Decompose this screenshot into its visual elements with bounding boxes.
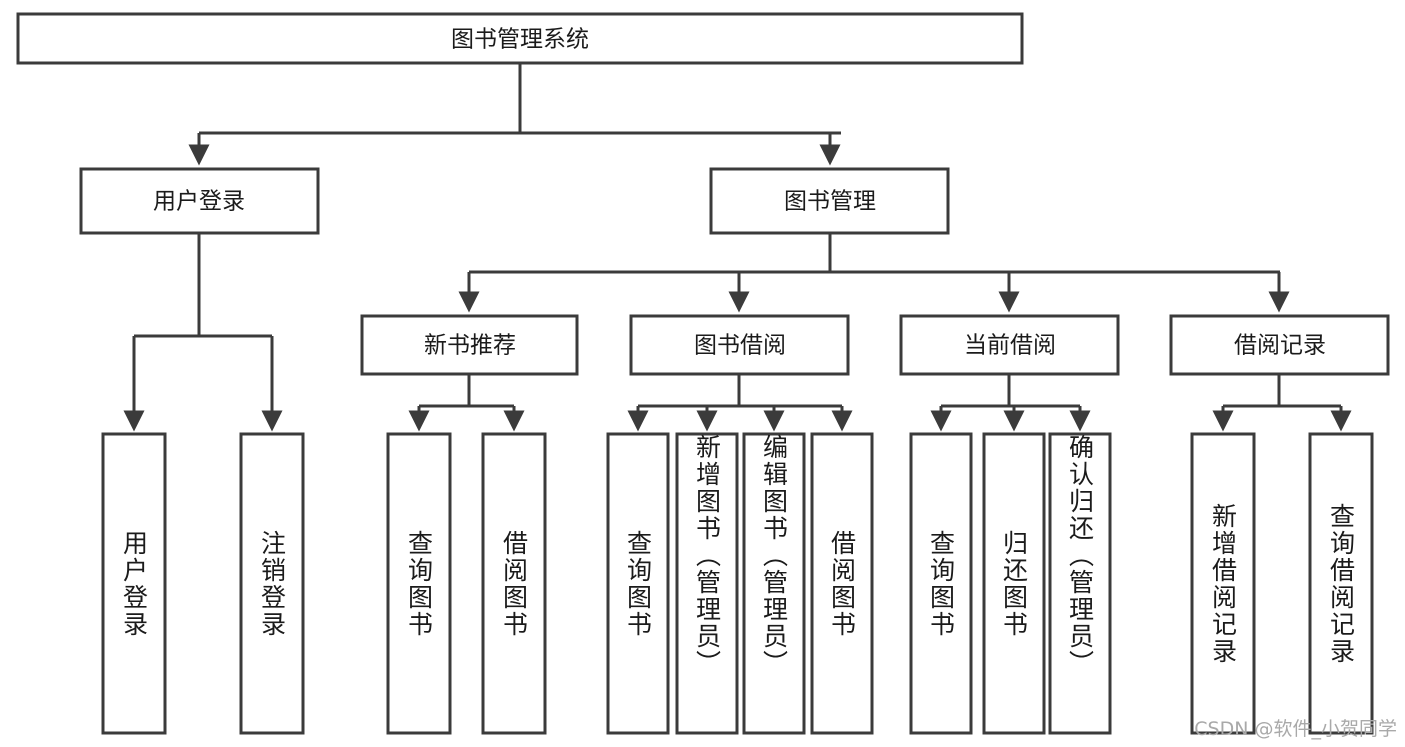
connector-root-to-level2 — [188, 63, 841, 166]
node-user-login-label: 用户登录 — [153, 189, 245, 215]
node-borrow-record[interactable]: 借阅记录 — [1169, 314, 1390, 376]
connector-borrowrecord-to-leaves — [1212, 374, 1352, 432]
leaf-box-query-book-1[interactable] — [386, 432, 452, 735]
leaf-box-query-book-2[interactable] — [606, 432, 670, 735]
leaf-box-add-borrow-record[interactable] — [1190, 432, 1256, 735]
connector-newbook-to-leaves — [408, 374, 525, 432]
leaf-box-return-book[interactable] — [982, 432, 1046, 735]
connector-bookmanage-to-level3 — [458, 233, 1290, 313]
node-book-manage[interactable]: 图书管理 — [709, 167, 950, 235]
node-user-login[interactable]: 用户登录 — [79, 167, 320, 235]
node-new-book-recommend[interactable]: 新书推荐 — [360, 314, 579, 376]
leaf-box-edit-book-admin[interactable] — [742, 432, 806, 735]
leaf-box-confirm-return-admin[interactable] — [1048, 432, 1112, 735]
leaf-box-query-book-3[interactable] — [909, 432, 973, 735]
node-root-label: 图书管理系统 — [451, 27, 589, 53]
connector-bookborrow-to-leaves — [627, 374, 853, 432]
node-book-manage-label: 图书管理 — [784, 189, 876, 215]
node-new-book-recommend-label: 新书推荐 — [424, 333, 516, 359]
leaf-box-query-borrow-record[interactable] — [1308, 432, 1374, 735]
node-borrow-record-label: 借阅记录 — [1234, 333, 1326, 359]
leaf-boxes — [101, 432, 1374, 735]
leaf-box-user-login[interactable] — [101, 432, 167, 735]
leaf-box-add-book-admin[interactable] — [675, 432, 739, 735]
node-root[interactable]: 图书管理系统 — [16, 12, 1024, 65]
connector-currentborrow-to-leaves — [930, 374, 1091, 432]
node-book-borrow-label: 图书借阅 — [694, 333, 786, 359]
node-book-borrow[interactable]: 图书借阅 — [629, 314, 850, 376]
leaf-box-borrow-book-1[interactable] — [481, 432, 547, 735]
node-current-borrow[interactable]: 当前借阅 — [899, 314, 1120, 376]
csdn-watermark: CSDN @软件_小贺同学 — [1194, 718, 1397, 740]
node-current-borrow-label: 当前借阅 — [964, 333, 1056, 359]
leaf-box-borrow-book-2[interactable] — [810, 432, 874, 735]
connector-userlogin-to-leaves — [123, 233, 283, 432]
leaf-box-logout-login[interactable] — [239, 432, 305, 735]
